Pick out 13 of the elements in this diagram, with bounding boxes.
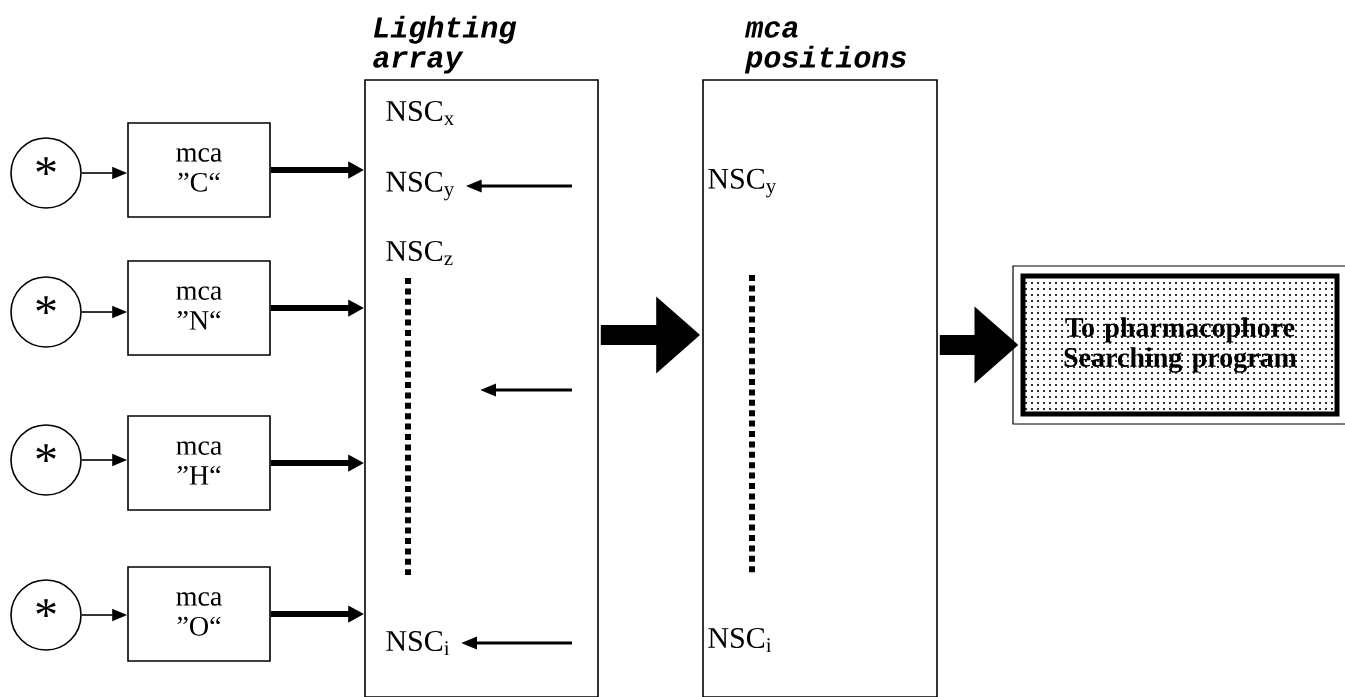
process-box: mca ”N“ <box>127 260 271 356</box>
array-entry: NSC$_{i}$ <box>386 630 450 656</box>
array-entry: NSC$_{y}$ <box>386 171 455 201</box>
process-box: mca ”H“ <box>127 415 271 511</box>
box-heading: mca positions <box>744 21 906 74</box>
process-box: mca ”O“ <box>127 566 271 662</box>
array-entry: NSC$_{i}$ <box>708 627 772 653</box>
array-entry: NSC$_{y}$ <box>708 168 777 198</box>
array-entry: NSC$_{z}$ <box>386 240 453 266</box>
array-entry: NSC$_{x}$ <box>386 100 454 126</box>
target-box: To pharmacophore Searching program <box>1020 273 1340 417</box>
box-heading: Lighting array <box>373 15 517 74</box>
process-box: mca ”C“ <box>127 122 271 218</box>
